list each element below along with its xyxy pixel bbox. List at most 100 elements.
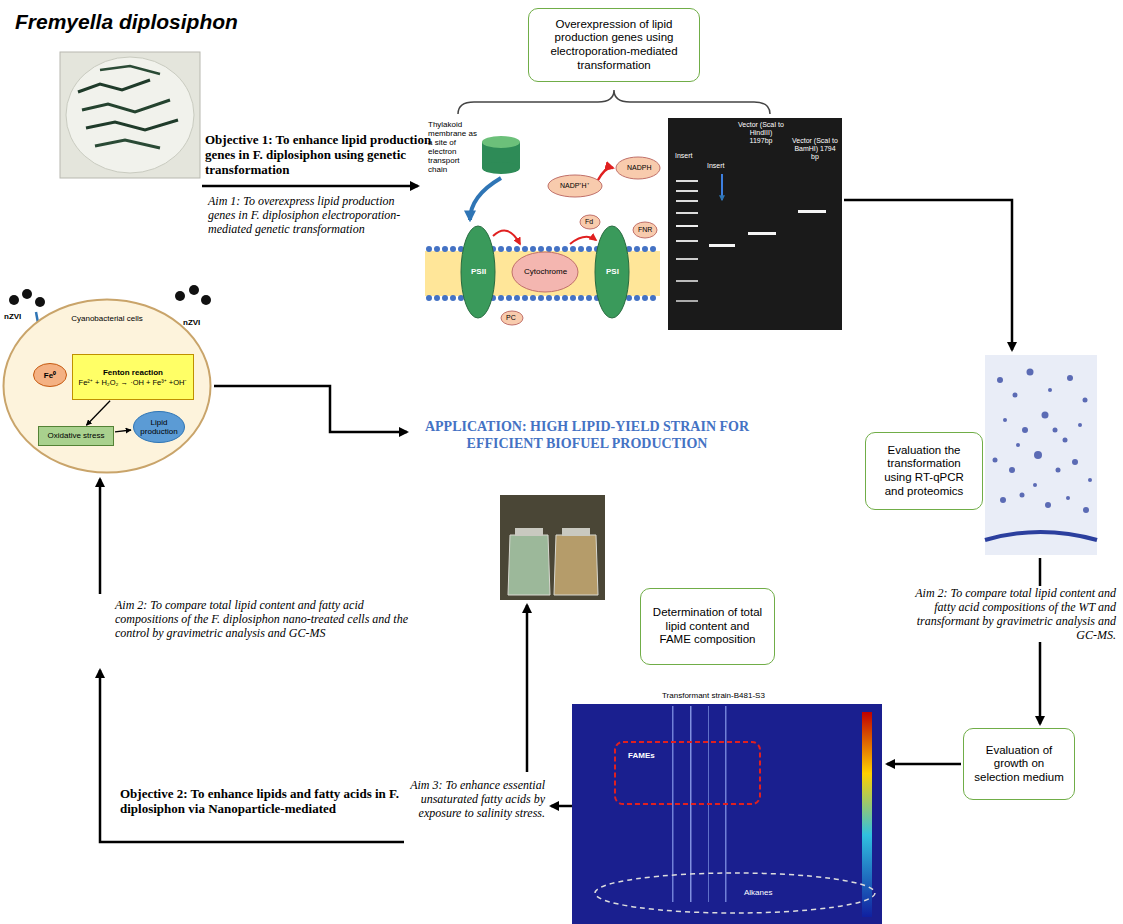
process-box: Evaluation the transformation using RT-q… bbox=[865, 432, 983, 510]
node-text: Fenton reaction bbox=[103, 368, 163, 378]
node-text: Overexpression of lipid production genes… bbox=[537, 18, 691, 72]
proteomics-gel bbox=[1088, 478, 1092, 482]
proteomics-gel bbox=[985, 532, 1097, 540]
agarose-gel bbox=[676, 190, 698, 192]
agarose-gel bbox=[721, 174, 723, 200]
label-wrap: PC bbox=[506, 314, 516, 322]
part-label: Fd bbox=[585, 218, 593, 226]
node-text: Evaluation the transformation using RT-q… bbox=[874, 444, 974, 498]
chromatogram bbox=[595, 873, 875, 913]
label-wrap: Transformant strain-B481-S3 bbox=[662, 691, 765, 701]
culture-photo bbox=[100, 66, 160, 74]
part-label: PC bbox=[506, 314, 516, 322]
nanoparticles bbox=[9, 295, 19, 305]
flow-arrow bbox=[202, 185, 418, 188]
proteomics-gel bbox=[993, 458, 998, 463]
title-wrap: Fremyella diplosiphon bbox=[15, 10, 238, 34]
process-box: Overexpression of lipid production genes… bbox=[528, 8, 700, 82]
proteomics-gel bbox=[1016, 443, 1020, 447]
nanoparticles bbox=[175, 291, 185, 301]
nanoparticles bbox=[35, 297, 45, 307]
ellipse-shape bbox=[134, 412, 185, 443]
proteomics-gel bbox=[1033, 483, 1037, 487]
label-wrap: Vector (ScaI to HindIII) 1197bp bbox=[738, 121, 784, 145]
part-label: Cytochrome bbox=[524, 267, 567, 276]
process-box: Determination of total lipid content and… bbox=[640, 588, 775, 665]
brace bbox=[458, 90, 770, 114]
proteomics-gel bbox=[1053, 428, 1058, 433]
proteomics-gel bbox=[1042, 412, 1049, 419]
proteomics-gel bbox=[1067, 375, 1073, 381]
agarose-gel bbox=[676, 240, 698, 242]
label-wrap: Vector (ScaI to BamHI) 1794 bp bbox=[792, 137, 838, 161]
proteomics-gel bbox=[1022, 427, 1028, 433]
proteomics-gel bbox=[1072, 459, 1078, 465]
chromatogram bbox=[862, 712, 872, 917]
node-text: Oxidative stress bbox=[48, 431, 105, 441]
chart-title: Transformant strain-B481-S3 bbox=[662, 691, 765, 701]
particle-label: nZVI bbox=[183, 318, 200, 328]
label-wrap: Aim 2: To compare total lipid content an… bbox=[908, 586, 1116, 642]
proteomics-gel bbox=[1083, 507, 1089, 513]
culture-photo bbox=[82, 100, 170, 112]
thylakoid-illustration bbox=[493, 231, 520, 244]
application-text: APPLICATION: HIGH LIPID-YIELD STRAIN FOR… bbox=[412, 418, 762, 452]
diagram-title: Fremyella diplosiphon bbox=[15, 10, 238, 34]
label-wrap: PSI bbox=[606, 267, 619, 276]
lane-label: Insert bbox=[707, 162, 725, 170]
flow-arrow bbox=[887, 763, 961, 766]
label-wrap: NADP⁺H⁺ bbox=[560, 182, 589, 190]
aim-text: Aim 1: To overexpress lipid production g… bbox=[208, 194, 423, 236]
proteomics-gel bbox=[1048, 388, 1052, 392]
aim-text: Aim 3: To enhance essential unsaturated … bbox=[405, 778, 545, 820]
label-wrap: APPLICATION: HIGH LIPID-YIELD STRAIN FOR… bbox=[412, 418, 762, 452]
chromatogram bbox=[672, 706, 674, 902]
cell-membrane bbox=[4, 300, 211, 473]
label-wrap: FNR bbox=[638, 226, 652, 234]
label-wrap: Aim 1: To overexpress lipid production g… bbox=[208, 194, 423, 236]
thylakoid-illustration bbox=[598, 168, 613, 180]
chromatogram bbox=[572, 688, 882, 924]
agarose-gel bbox=[676, 258, 698, 260]
node-text: Cyanobacterial cells bbox=[2, 298, 212, 324]
flask-photo bbox=[515, 528, 543, 536]
flask-photo bbox=[500, 495, 605, 600]
part-label: NADP⁺H⁺ bbox=[560, 182, 589, 190]
stress-box: Oxidative stress bbox=[38, 426, 114, 446]
proteomics-gel bbox=[1078, 423, 1082, 427]
thylakoid-illustration bbox=[425, 136, 660, 325]
iron-particle: Fe⁰ bbox=[32, 362, 68, 388]
agarose-gel bbox=[676, 200, 698, 202]
thylakoid-illustration bbox=[501, 311, 523, 325]
label-wrap: nZVI bbox=[183, 318, 200, 328]
proteomics-gel bbox=[985, 355, 1097, 555]
thylakoid-illustration bbox=[570, 237, 596, 244]
culture-photo bbox=[66, 57, 194, 173]
part-label: NADPH bbox=[627, 164, 652, 172]
thylakoid-illustration bbox=[616, 157, 660, 179]
nanoparticles bbox=[189, 285, 199, 295]
flow-arrow bbox=[99, 479, 102, 594]
thylakoid-illustration bbox=[482, 162, 520, 174]
flow-arrow bbox=[551, 805, 572, 808]
node-subtext: Fe²⁺ + H₂O₂ → ·OH + Fe³⁺ +OH⁻ bbox=[79, 378, 188, 387]
label-wrap: Thylakoid membrane as a site of electron… bbox=[428, 120, 480, 174]
thylakoid-illustration bbox=[595, 226, 629, 318]
chromatogram bbox=[572, 688, 882, 704]
lipid-ellipse: Lipid production bbox=[132, 410, 186, 444]
agarose-gel bbox=[676, 225, 698, 227]
part-label: PSII bbox=[471, 267, 486, 276]
agarose-gel bbox=[798, 210, 826, 213]
particle-label: nZVI bbox=[4, 312, 21, 322]
flow-arrow bbox=[100, 186, 1040, 842]
flask-photo bbox=[554, 535, 598, 595]
label-wrap: Fd bbox=[585, 218, 593, 226]
label-wrap: Insert bbox=[675, 152, 693, 160]
culture-photo bbox=[60, 52, 200, 178]
proteomics-gel bbox=[1034, 451, 1042, 459]
label-wrap: Objective 2: To enhance lipids and fatty… bbox=[120, 786, 420, 816]
node-text: Lipid production bbox=[135, 418, 183, 436]
proteomics-gel bbox=[997, 377, 1003, 383]
node-text: Evaluation of growth on selection medium bbox=[972, 744, 1066, 785]
